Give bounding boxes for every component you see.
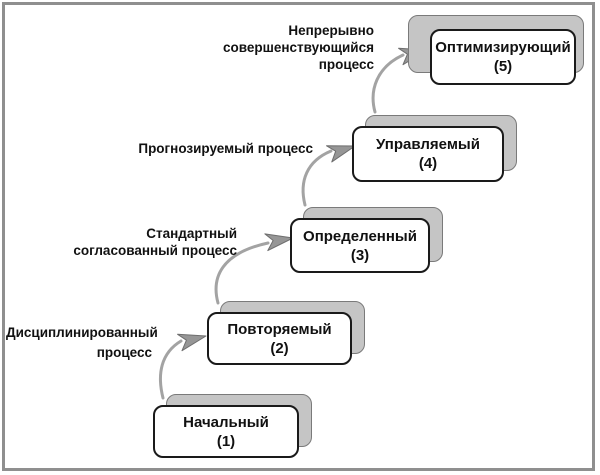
level-box-managed: Управляемый (4) [352,126,504,182]
level-box-defined: Определенный (3) [290,218,430,273]
level-number: (5) [493,58,513,75]
level-box-repeatable: Повторяемый (2) [207,312,352,365]
level-number: (3) [350,246,370,264]
label-line: Прогнозируемый процесс [138,141,313,156]
level-name: Повторяемый [227,320,332,338]
level-box-optimizing: Оптимизирующий (5) [430,29,576,85]
label-line: Дисциплинированный [6,325,158,340]
level-name: Начальный [183,413,269,431]
level-name: Оптимизирующий [435,39,571,56]
transition-label-optimizing: Непрерывно совершенствующийся процесс [204,22,374,73]
label-line: процесс [318,57,374,72]
level-number: (2) [270,339,289,357]
label-line: процесс [96,345,152,360]
level-name: Определенный [303,227,417,245]
level-name: Управляемый [376,136,480,153]
label-line: согласованный процесс [73,243,237,258]
transition-label-defined: Стандартный согласованный процесс [42,225,237,259]
diagram-frame [2,2,595,471]
transition-label-repeatable: Дисциплинированный процесс [6,323,158,363]
transition-label-managed: Прогнозируемый процесс [118,140,313,157]
label-line: Непрерывно [288,23,374,38]
level-number: (4) [418,155,438,172]
label-line: совершенствующийся [222,40,374,55]
label-line: Стандартный [146,226,237,241]
level-box-initial: Начальный (1) [153,405,299,458]
level-number: (1) [216,432,236,450]
